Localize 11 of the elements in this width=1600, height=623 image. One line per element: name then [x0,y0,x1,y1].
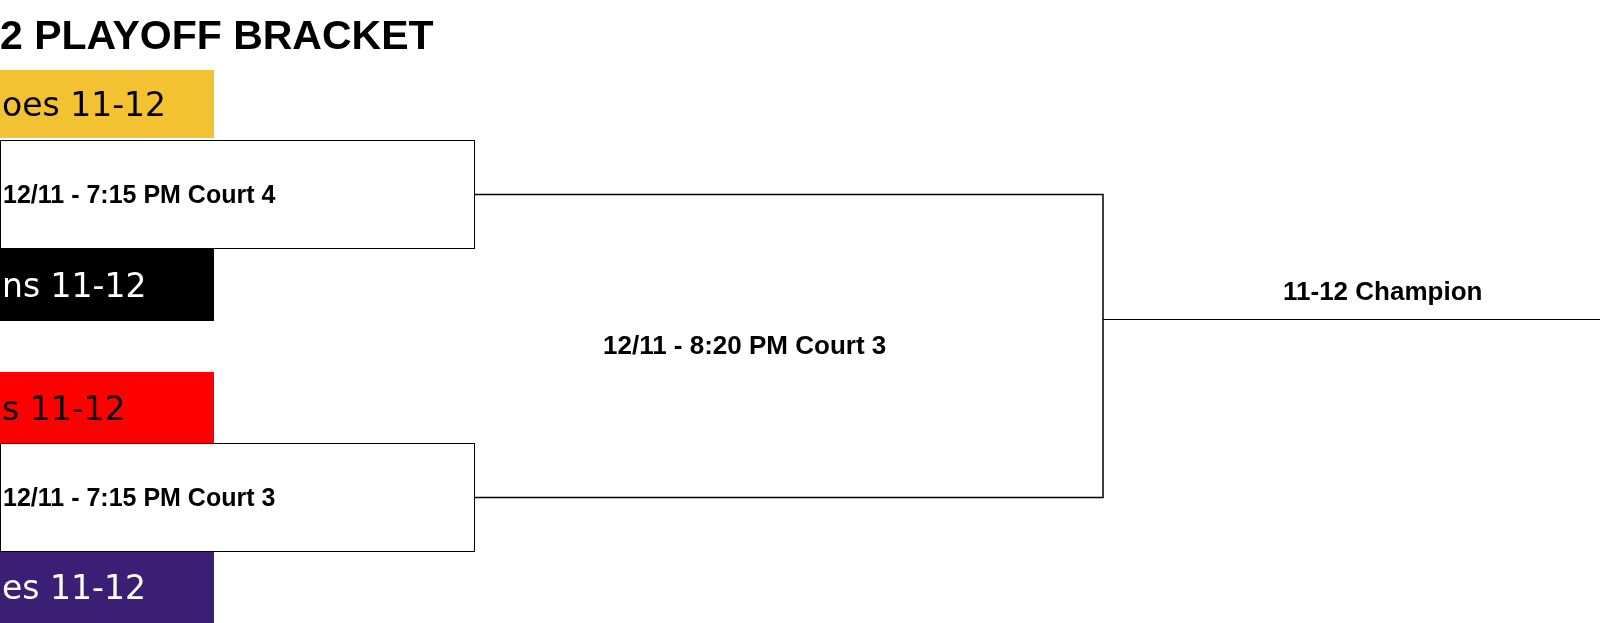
bracket-title: 2 PLAYOFF BRACKET [0,12,434,59]
team-box: s 11-12 [0,372,214,444]
game-label: 12/11 - 8:20 PM Court 3 [603,330,887,361]
team-box: es 11-12 [0,552,214,623]
game-box: 12/11 - 7:15 PM Court 3 [0,443,475,552]
team-box: ns 11-12 [0,249,214,321]
bracket-line [474,193,1104,321]
bracket-line [474,319,1104,499]
game-box: 12/11 - 7:15 PM Court 4 [0,140,475,249]
team-box: oes 11-12 [0,70,214,138]
champion-line: 11-12 Champion [1103,276,1600,320]
